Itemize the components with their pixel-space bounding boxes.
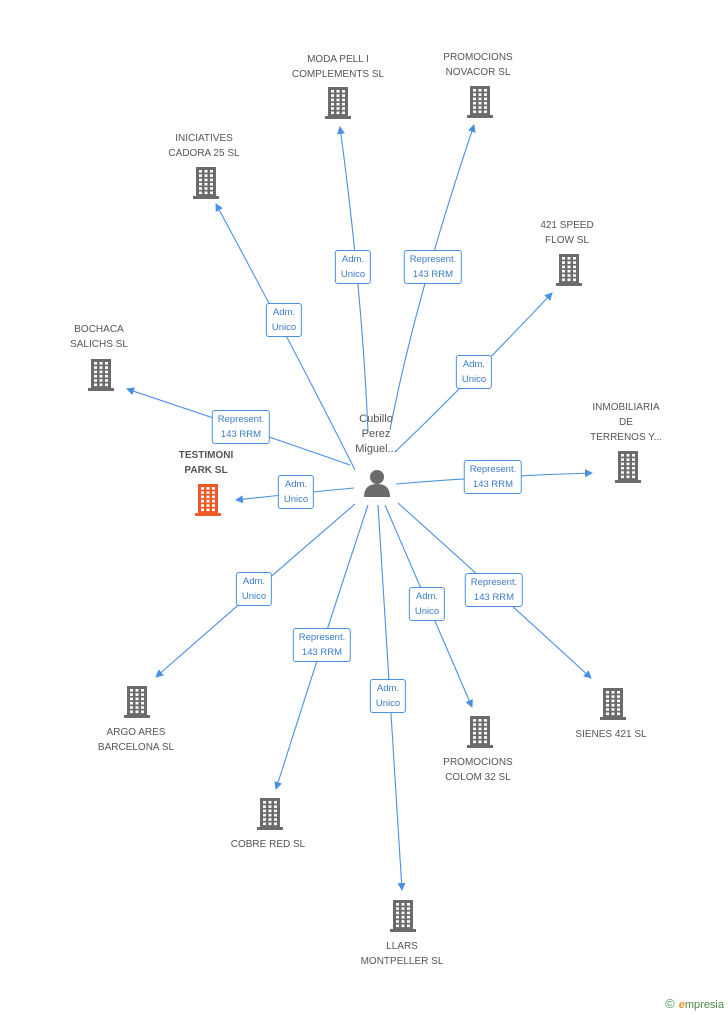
company-label-line: DE: [619, 417, 633, 428]
relation-label-llars[interactable]: Adm. Unico: [369, 679, 407, 713]
relation-label-cobre[interactable]: Represent. 143 RRM: [292, 628, 352, 662]
relation-label-line: Unico: [340, 269, 366, 280]
relation-label-moda[interactable]: Adm. Unico: [334, 250, 372, 284]
relation-label-line: Unico: [241, 591, 267, 602]
company-label-line: SIENES 421 SL: [575, 729, 647, 740]
company-label-line: CADORA 25 SL: [168, 148, 240, 159]
footer-brand: ©empresia: [665, 996, 724, 1011]
building-icon[interactable]: [556, 254, 582, 286]
company-label-line: 421 SPEED: [540, 220, 594, 231]
relation-label-line: 143 RRM: [412, 269, 454, 280]
building-icon[interactable]: [193, 167, 219, 199]
relation-label-iniciatives[interactable]: Adm. Unico: [265, 303, 303, 337]
company-label-colom[interactable]: PROMOCIONS COLOM 32 SL: [443, 755, 512, 785]
company-label-speed[interactable]: 421 SPEED FLOW SL: [540, 218, 593, 248]
relation-label-novacor[interactable]: Represent. 143 RRM: [403, 250, 463, 284]
company-label-cobre[interactable]: COBRE RED SL: [231, 837, 305, 852]
edge-moda: [336, 126, 369, 433]
relation-label-line: Adm.: [242, 576, 266, 587]
relation-label-line: Represent.: [409, 254, 457, 265]
company-label-line: FLOW SL: [545, 235, 589, 246]
company-label-argo[interactable]: ARGO ARES BARCELONA SL: [98, 725, 174, 755]
relation-label-line: Unico: [283, 494, 309, 505]
relation-label-line: 143 RRM: [220, 429, 262, 440]
brand-name: mpresia: [684, 999, 724, 1011]
relation-label-line: Represent.: [470, 577, 518, 588]
copyright-symbol: ©: [665, 996, 675, 1011]
company-label-line: COLOM 32 SL: [445, 772, 511, 783]
relation-label-line: Unico: [461, 374, 487, 385]
company-label-line: BOCHACA: [74, 324, 124, 335]
relation-label-line: Represent.: [217, 414, 265, 425]
building-icon[interactable]: [195, 484, 221, 516]
company-label-line: PROMOCIONS: [443, 52, 513, 63]
company-label-line: MONTPELLER SL: [360, 956, 444, 967]
company-label-line: BARCELONA SL: [97, 742, 175, 753]
company-label-line: TESTIMONI: [178, 450, 234, 461]
relation-label-sienes[interactable]: Represent. 143 RRM: [464, 573, 524, 607]
brand-initial: e: [678, 999, 685, 1011]
relation-label-line: Adm.: [376, 683, 400, 694]
relation-label-colom[interactable]: Adm. Unico: [408, 587, 446, 621]
relation-label-line: Adm.: [272, 307, 296, 318]
relation-label-bochaca[interactable]: Represent. 143 RRM: [211, 410, 271, 444]
person-name-line: Miguel...: [355, 443, 397, 455]
company-label-line: INMOBILIARIA: [592, 402, 660, 413]
edge-novacor: [389, 124, 476, 431]
relation-label-line: Adm.: [341, 254, 365, 265]
relation-label-line: Unico: [375, 698, 401, 709]
company-label-sienes[interactable]: SIENES 421 SL: [575, 727, 646, 742]
company-label-inmobiliaria[interactable]: INMOBILIARIA DE TERRENOS Y...: [590, 400, 662, 445]
building-icon[interactable]: [467, 716, 493, 748]
company-label-testimoni[interactable]: TESTIMONI PARK SL: [179, 448, 233, 478]
relation-label-testimoni[interactable]: Adm. Unico: [277, 475, 315, 509]
relation-label-line: Adm.: [284, 479, 308, 490]
company-label-moda[interactable]: MODA PELL I COMPLEMENTS SL: [292, 52, 384, 82]
building-icon[interactable]: [600, 688, 626, 720]
building-icon[interactable]: [325, 87, 351, 119]
relation-label-line: 143 RRM: [301, 647, 343, 658]
relation-label-line: Adm.: [415, 591, 439, 602]
company-label-novacor[interactable]: PROMOCIONS NOVACOR SL: [443, 50, 512, 80]
company-label-llars[interactable]: LLARS MONTPELLER SL: [361, 939, 444, 969]
relation-label-inmobiliaria[interactable]: Represent. 143 RRM: [463, 460, 523, 494]
building-icon[interactable]: [88, 359, 114, 391]
building-icon[interactable]: [124, 686, 150, 718]
edge-iniciatives: [215, 203, 356, 471]
relation-label-line: Unico: [414, 606, 440, 617]
company-label-line: INICIATIVES: [175, 133, 233, 144]
company-label-line: PARK SL: [184, 465, 228, 476]
building-icon[interactable]: [615, 451, 641, 483]
company-label-line: PROMOCIONS: [443, 757, 513, 768]
company-label-line: COMPLEMENTS SL: [291, 69, 385, 80]
building-icon[interactable]: [257, 798, 283, 830]
building-icon[interactable]: [390, 900, 416, 932]
relation-label-line: Represent.: [469, 464, 517, 475]
building-icon[interactable]: [467, 86, 493, 118]
person-name-line: Cubillo: [359, 413, 393, 425]
company-label-line: TERRENOS Y...: [590, 432, 662, 443]
company-label-line: NOVACOR SL: [445, 67, 511, 78]
relation-label-argo[interactable]: Adm. Unico: [235, 572, 273, 606]
company-label-line: SALICHS SL: [70, 339, 128, 350]
person-name-line: Perez: [361, 428, 391, 440]
relation-label-line: Represent.: [298, 632, 346, 643]
company-label-line: COBRE RED SL: [230, 839, 306, 850]
company-label-line: LLARS: [386, 941, 418, 952]
person-name[interactable]: Cubillo Perez Miguel...: [355, 412, 397, 457]
person-icon[interactable]: [362, 468, 392, 498]
relation-label-line: Adm.: [462, 359, 486, 370]
relation-label-line: Unico: [271, 322, 297, 333]
relation-label-line: 143 RRM: [472, 479, 514, 490]
company-label-line: ARGO ARES: [106, 727, 166, 738]
relation-label-speed[interactable]: Adm. Unico: [455, 355, 493, 389]
relation-label-line: 143 RRM: [473, 592, 515, 603]
company-label-iniciatives[interactable]: INICIATIVES CADORA 25 SL: [168, 131, 239, 161]
company-label-bochaca[interactable]: BOCHACA SALICHS SL: [70, 322, 128, 352]
company-label-line: MODA PELL I: [307, 54, 369, 65]
